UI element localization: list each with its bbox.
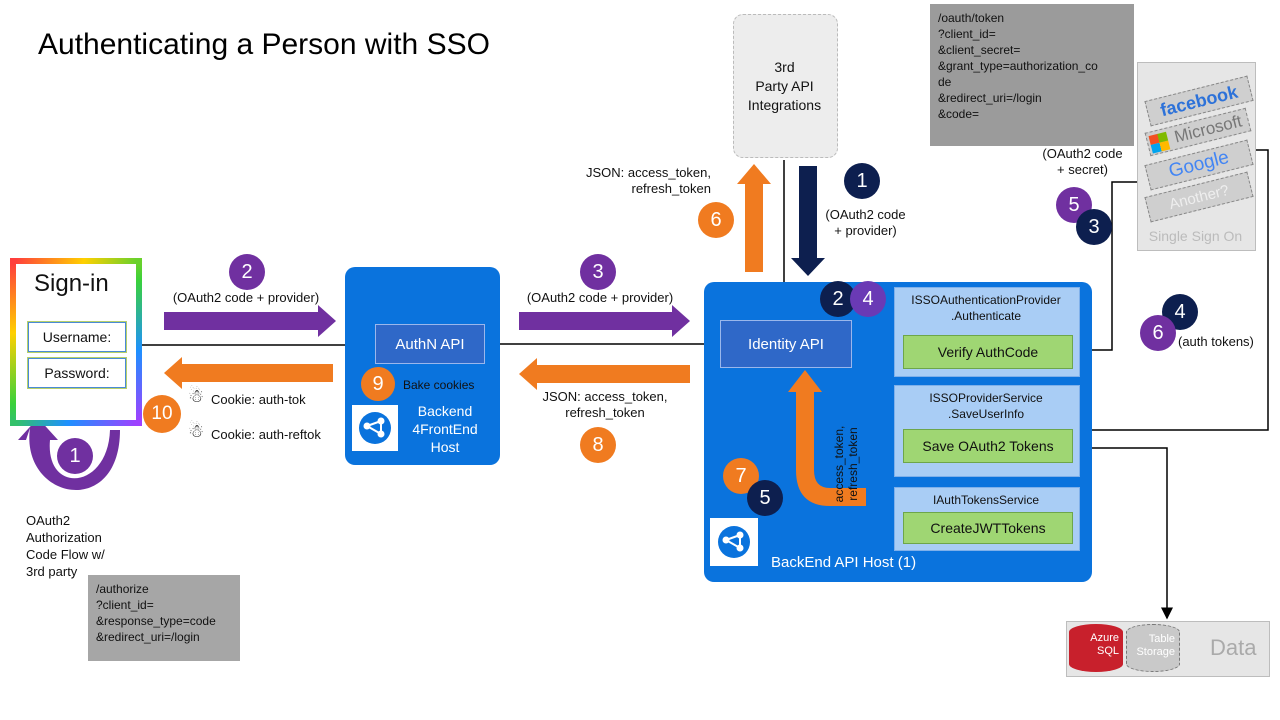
step-9-badge: 9 [361, 367, 395, 401]
create-jwt-box[interactable]: CreateJWTTokens [903, 512, 1073, 544]
cookie-auth-tok: Cookie: auth-tok [211, 392, 306, 407]
username-label: Username: [42, 329, 112, 345]
step-3-sso-badge: 3 [1076, 209, 1112, 245]
password-label: Password: [44, 365, 110, 381]
save-tokens-box[interactable]: Save OAuth2 Tokens [903, 429, 1073, 463]
step-2-badge: 2 [229, 254, 265, 290]
cookie-icon: ☃ [188, 421, 205, 441]
cookie-arrow [164, 357, 333, 389]
signin-form[interactable]: Sign-in Username: Password: [10, 258, 142, 426]
token-request-note: /oauth/token ?client_id= &client_secret=… [930, 4, 1134, 146]
data-label: Data [1210, 635, 1257, 660]
password-field[interactable]: Password: [28, 358, 126, 388]
identity-api-box[interactable]: Identity API [720, 320, 852, 368]
step-2-label: (OAuth2 code + provider) [172, 290, 320, 305]
signin-title: Sign-in [34, 270, 109, 297]
step3-arrow [519, 305, 690, 337]
tokens-vertical-label: access_token, refresh_token [832, 425, 860, 503]
page-title: Authenticating a Person with SSO [38, 28, 490, 61]
step-1-loop-badge: 1 [57, 438, 93, 474]
cloud-service-icon [710, 518, 758, 566]
authorize-note: /authorize ?client_id= &response_type=co… [88, 575, 240, 661]
step-4-backend-badge: 4 [850, 281, 886, 317]
authn-api-box[interactable]: AuthN API [375, 324, 485, 364]
cookie-icon: ☃ [188, 386, 205, 406]
step-5-backend-badge: 5 [747, 480, 783, 516]
third-party-response-label: JSON: access_token, refresh_token [586, 165, 711, 196]
step8-arrow [519, 358, 690, 390]
sso-request-label: (OAuth2 code + secret) [1042, 146, 1123, 177]
step6-arrow [737, 164, 771, 272]
username-field[interactable]: Username: [28, 322, 126, 352]
microsoft-logo-icon [1148, 131, 1171, 154]
step1-arrow [791, 166, 825, 276]
step2-arrow [164, 305, 336, 337]
step-6-badge: 6 [698, 202, 734, 238]
step-3-label: (OAuth2 code + provider) [526, 290, 674, 305]
third-party-api-box [733, 14, 838, 158]
auth-tokens-label: (auth tokens) [1178, 334, 1254, 349]
step-8-badge: 8 [580, 427, 616, 463]
provider-service-label: ISSOProviderService .SaveUserInfo [929, 391, 1043, 421]
auth-provider-label: ISSOAuthenticationProvider .Authenticate [911, 293, 1061, 323]
cloud-service-icon [352, 405, 398, 451]
sso-caption: Single Sign On [1148, 228, 1243, 244]
backend-host-label: BackEnd API Host (1) [771, 554, 917, 571]
step-6-sso-badge: 6 [1140, 315, 1176, 351]
cookie-auth-reftok: Cookie: auth-reftok [211, 427, 321, 442]
step-10-badge: 10 [143, 395, 181, 433]
third-party-label: 3rd Party API Integrations [747, 59, 822, 113]
verify-authcode-box[interactable]: Verify AuthCode [903, 335, 1073, 369]
azure-sql-cylinder: Azure SQL [1069, 624, 1123, 672]
step-1-request-badge: 1 [844, 163, 880, 199]
third-party-request-label: (OAuth2 code + provider) [825, 207, 906, 238]
step-3-badge: 3 [580, 254, 616, 290]
oauth-flow-caption: OAuth2 Authorization Code Flow w/ 3rd pa… [26, 513, 105, 579]
oauth-loop-arrow [18, 418, 120, 491]
step-8-label: JSON: access_token, refresh_token [542, 389, 668, 420]
tokens-service-label: IAuthTokensService [932, 493, 1040, 507]
frontend-host-label: Backend 4FrontEnd Host [412, 403, 478, 455]
bake-cookies-label: Bake cookies [403, 378, 475, 392]
table-storage-cylinder: Table Storage [1126, 624, 1180, 672]
